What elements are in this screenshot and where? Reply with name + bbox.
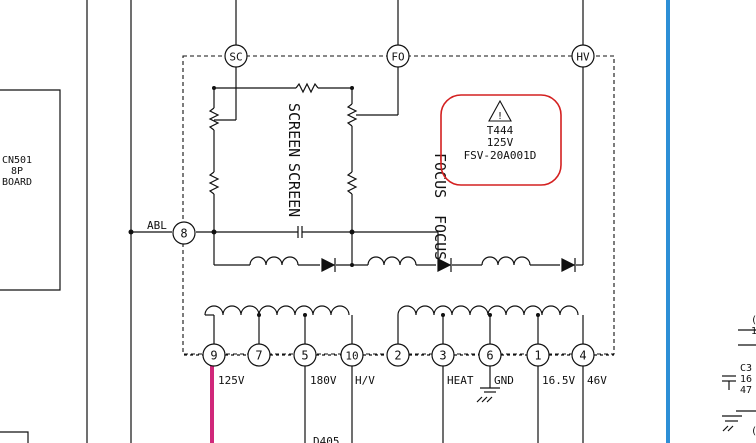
part-model: FSV-20A001D	[464, 149, 537, 162]
bottom-pin	[340, 343, 364, 367]
warning-symbol: !	[497, 111, 503, 122]
pin-sc	[224, 44, 248, 68]
abl-label: ABL	[147, 219, 167, 232]
partial-label: (	[751, 426, 756, 437]
partial-label: 47	[740, 385, 752, 396]
screen-label: SCREEN	[285, 163, 303, 217]
pin-abl-label: 8	[180, 227, 187, 241]
label-16-5v: 16.5V	[542, 374, 575, 387]
diode-group	[321, 258, 576, 272]
highlight-callout	[440, 94, 562, 186]
bottom-pin-label: 3	[439, 349, 446, 363]
bottom-pin	[247, 343, 271, 367]
bottom-pin	[526, 343, 550, 367]
diode-icon	[321, 258, 336, 272]
bottom-pin-label: 1	[534, 349, 541, 363]
screen-label: SCREEN	[285, 103, 303, 157]
ref-d405: D405	[313, 435, 340, 443]
partial-label: (	[751, 315, 756, 326]
bottom-pin-label: 10	[345, 350, 358, 363]
diode-icon	[561, 258, 576, 272]
bottom-pin	[431, 343, 455, 367]
label-heat: HEAT	[447, 374, 474, 387]
label-125v: 125V	[218, 374, 245, 387]
transformer-outline	[182, 55, 615, 355]
bottom-pin-label: 6	[486, 349, 493, 363]
bottom-pin-label: 4	[579, 349, 586, 363]
bottom-pin-label: 5	[301, 349, 308, 363]
pin-fo-label: FO	[391, 51, 404, 64]
label-hv: H/V	[355, 374, 375, 387]
bottom-pin	[293, 343, 317, 367]
cn501-box	[0, 89, 61, 291]
part-ref: T444	[487, 124, 514, 137]
bottom-pin	[386, 343, 410, 367]
pin-hv	[571, 44, 595, 68]
wire	[0, 431, 29, 443]
focus-label: FOCUS	[431, 153, 449, 198]
part-rating: 125V	[487, 136, 514, 149]
label-180v: 180V	[310, 374, 337, 387]
pin-hv-label: HV	[576, 51, 590, 64]
pin-fo	[386, 44, 410, 68]
top-pins: SC FO HV	[224, 44, 595, 68]
connector-name: CN501	[2, 155, 32, 166]
pin-sc-label: SC	[229, 51, 242, 64]
bottom-pin	[571, 343, 595, 367]
bottom-pin-label: 9	[210, 349, 217, 363]
bottom-pin-label: 7	[255, 349, 262, 363]
bottom-pin	[202, 343, 226, 367]
focus-label: FOCUS	[431, 215, 449, 260]
diode-icon	[437, 258, 452, 272]
bottom-pins: 9 7 5 10 2 3 6 1 4	[202, 343, 595, 367]
partial-label: 16	[740, 374, 752, 385]
junction-dots	[128, 86, 540, 317]
connector-pins: 8P	[11, 166, 23, 177]
internal-circuit	[131, 67, 756, 443]
bottom-pin	[478, 343, 502, 367]
bottom-pin-label: 2	[394, 349, 401, 363]
partial-label: C3	[740, 363, 752, 374]
connector-board: BOARD	[2, 177, 32, 188]
label-gnd: GND	[494, 374, 514, 387]
pin-abl	[172, 221, 196, 245]
warning-icon	[488, 99, 512, 122]
label-46v: 46V	[587, 374, 607, 387]
partial-label: 1	[751, 326, 756, 337]
